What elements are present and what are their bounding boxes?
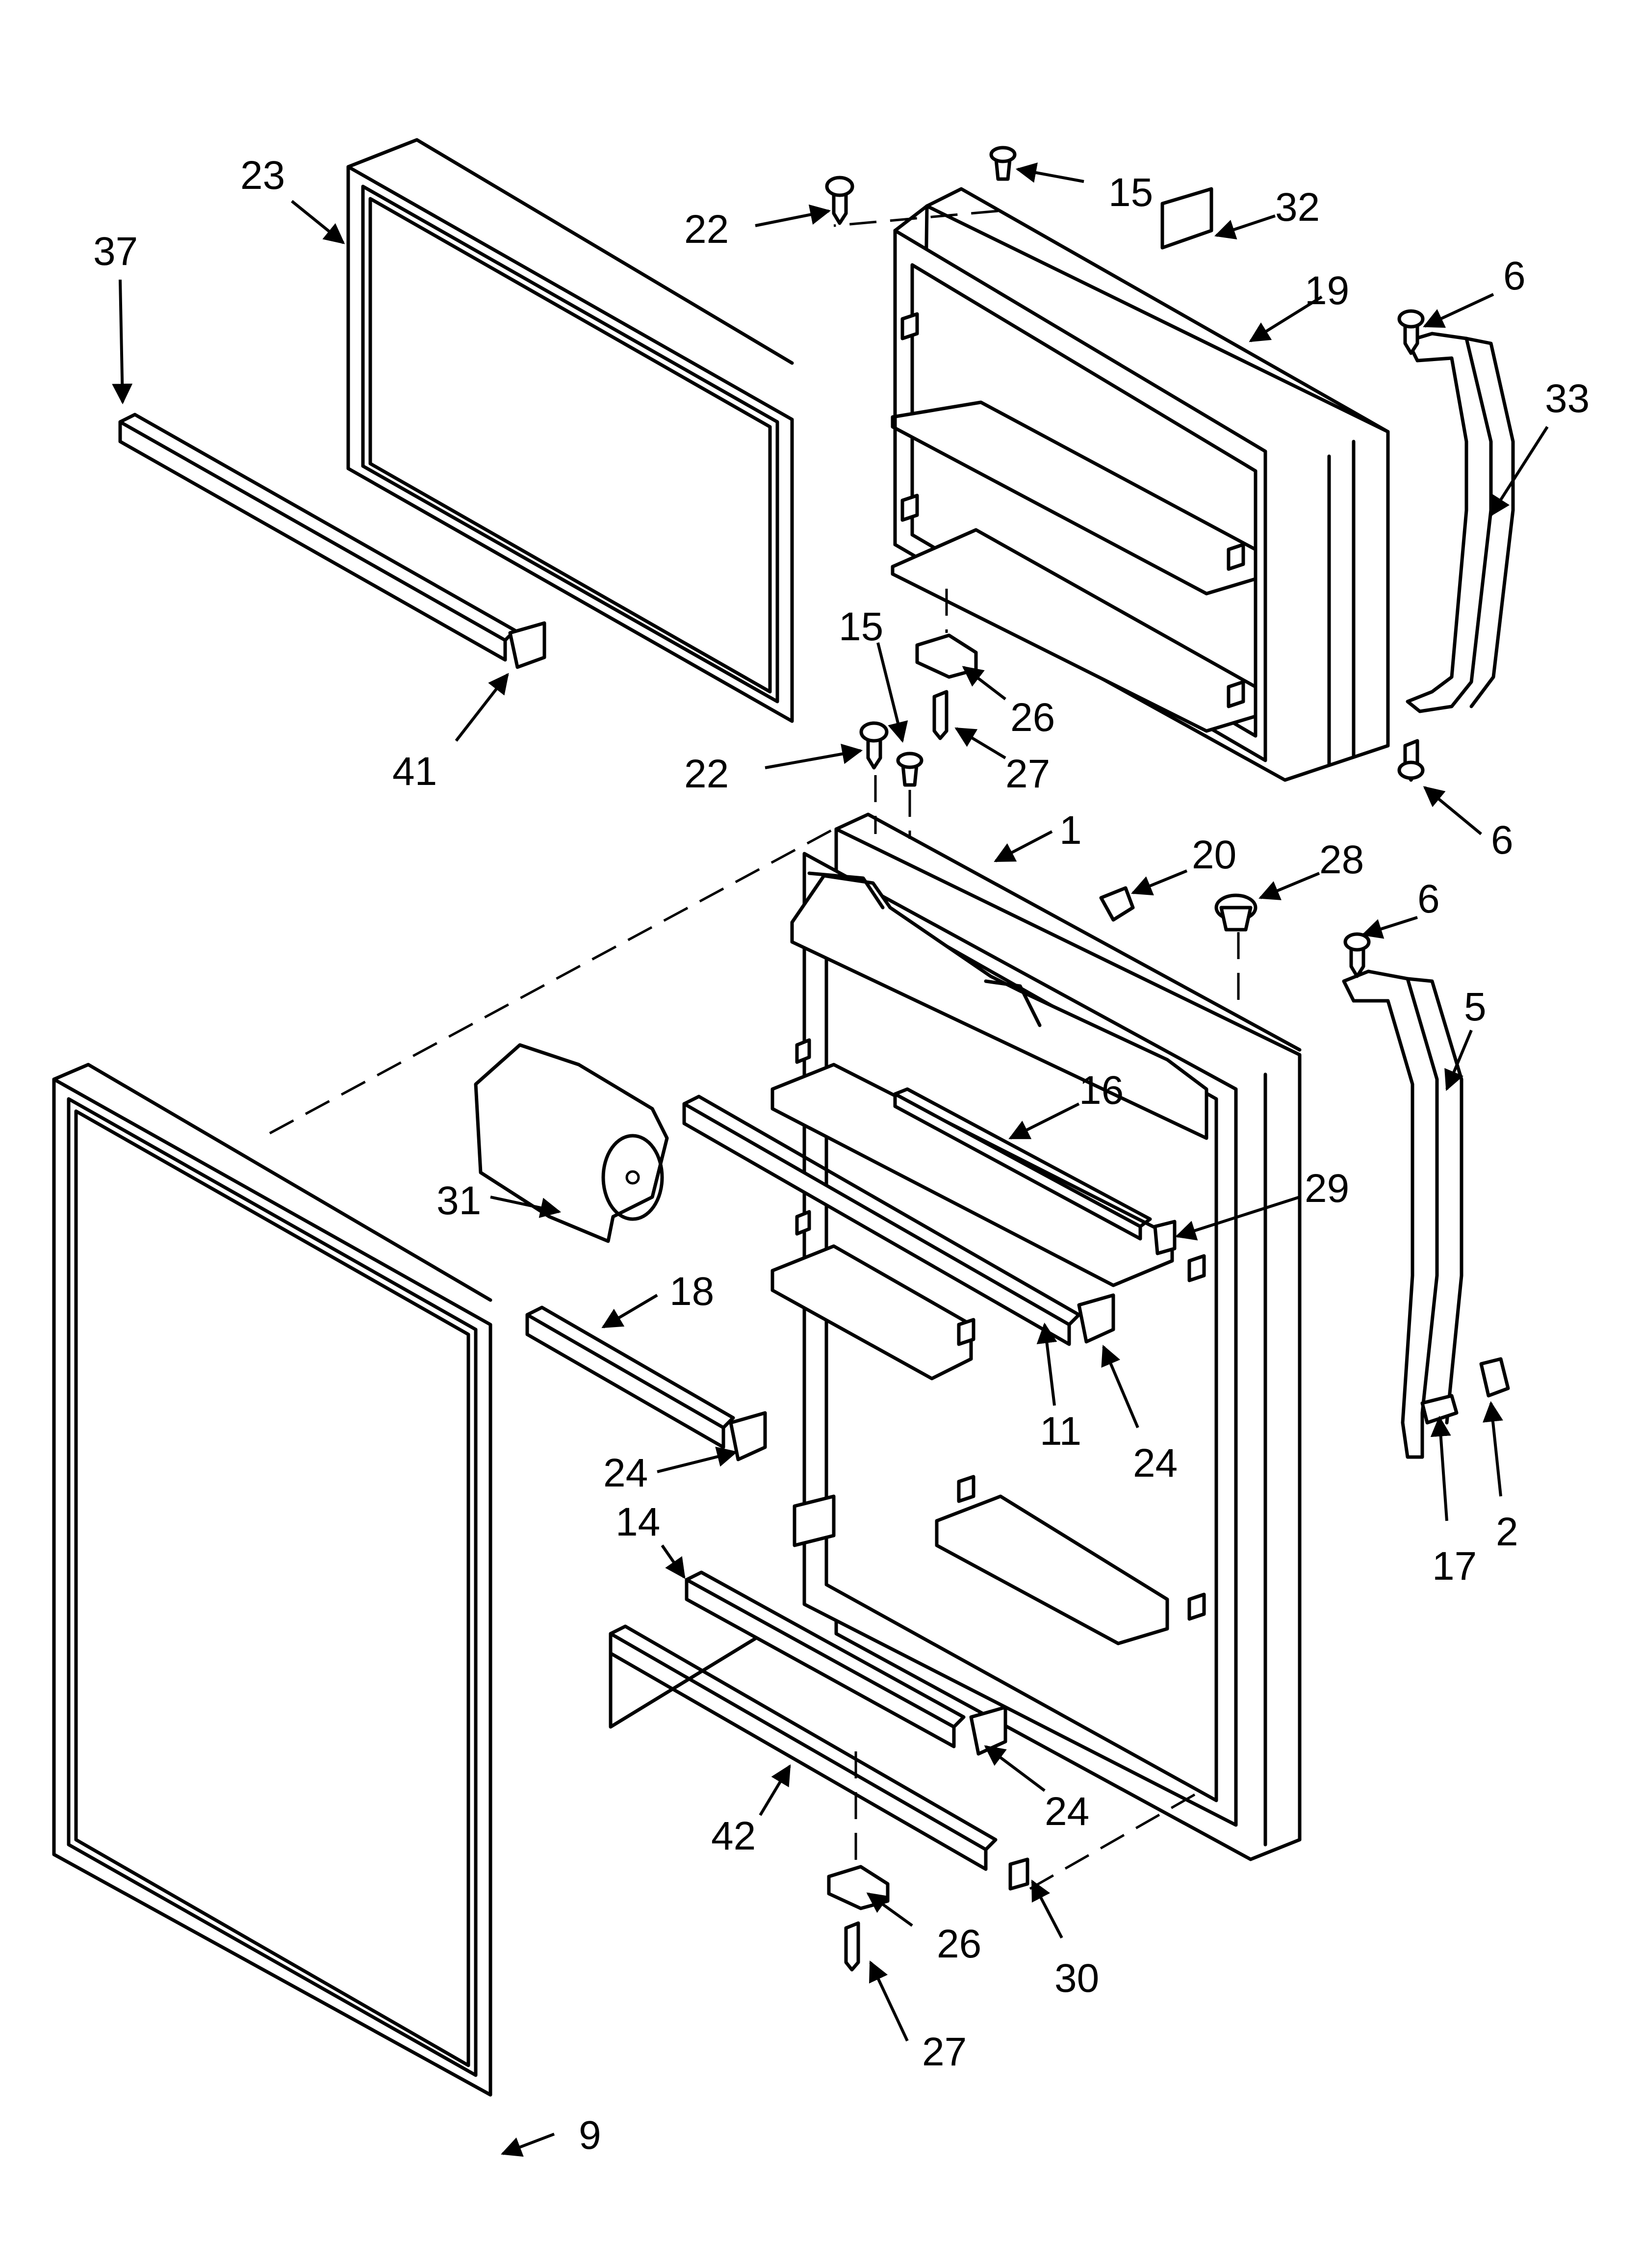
callout-42: 42	[711, 1814, 756, 1858]
fresh-food-door-gasket	[52, 828, 835, 2097]
callout-20: 20	[1192, 833, 1236, 877]
callout-26: 26	[1010, 695, 1055, 740]
callout-2: 2	[1496, 1510, 1518, 1554]
door-shelf-trim-11	[682, 1095, 1115, 1346]
callout-31: 31	[436, 1178, 481, 1223]
callout-22: 22	[684, 752, 729, 796]
callout-27: 27	[922, 2030, 967, 2074]
callout-11: 11	[1040, 1409, 1081, 1454]
callout-33: 33	[1545, 376, 1590, 421]
callout-29: 29	[1305, 1166, 1349, 1211]
fresh-food-door-handle	[1342, 969, 1463, 1459]
dairy-bin	[474, 1043, 669, 1243]
callout-22: 22	[684, 207, 729, 252]
callout-23: 23	[240, 153, 285, 198]
callout-1: 1	[1059, 808, 1082, 853]
freezer-shelf-trim	[118, 413, 546, 669]
callout-16: 16	[1079, 1068, 1124, 1113]
callout-32: 32	[1275, 185, 1320, 230]
callout-24: 24	[603, 1451, 648, 1495]
callout-18: 18	[669, 1269, 714, 1314]
callout-41: 41	[392, 749, 437, 794]
callout-26: 26	[937, 1922, 981, 1966]
callout-27: 27	[1005, 752, 1050, 796]
callout-17: 17	[1432, 1544, 1477, 1589]
callout-28: 28	[1319, 837, 1364, 882]
freezer-door	[891, 187, 1390, 782]
freezer-door-handle	[1406, 332, 1515, 713]
hardware	[825, 146, 1510, 1972]
door-shelf-trim-14	[685, 1570, 1007, 1756]
callout-37: 37	[93, 229, 138, 274]
fresh-food-door	[770, 812, 1302, 1861]
callout-6: 6	[1417, 877, 1440, 921]
callout-labels: 23 37 41 22 15 32 19 6 33 6 15 26 22 27 …	[93, 153, 1590, 2158]
leader-arrows	[112, 162, 1549, 2157]
callout-9: 9	[579, 2113, 601, 2158]
freezer-door-gasket	[346, 138, 794, 723]
callout-5: 5	[1464, 985, 1487, 1029]
callout-24: 24	[1045, 1789, 1089, 1834]
callout-15: 15	[1108, 170, 1153, 215]
callout-14: 14	[616, 1500, 660, 1544]
callout-19: 19	[1305, 268, 1349, 313]
door-shelf-trim-42	[609, 1624, 1029, 1891]
door-shelf-trim-18	[525, 1305, 767, 1461]
callout-6: 6	[1503, 254, 1526, 298]
door-shelf-trim-16	[893, 1087, 1177, 1255]
callout-6: 6	[1491, 818, 1514, 862]
callout-24: 24	[1133, 1441, 1178, 1486]
callout-30: 30	[1054, 1956, 1099, 2001]
callout-15: 15	[839, 604, 883, 649]
